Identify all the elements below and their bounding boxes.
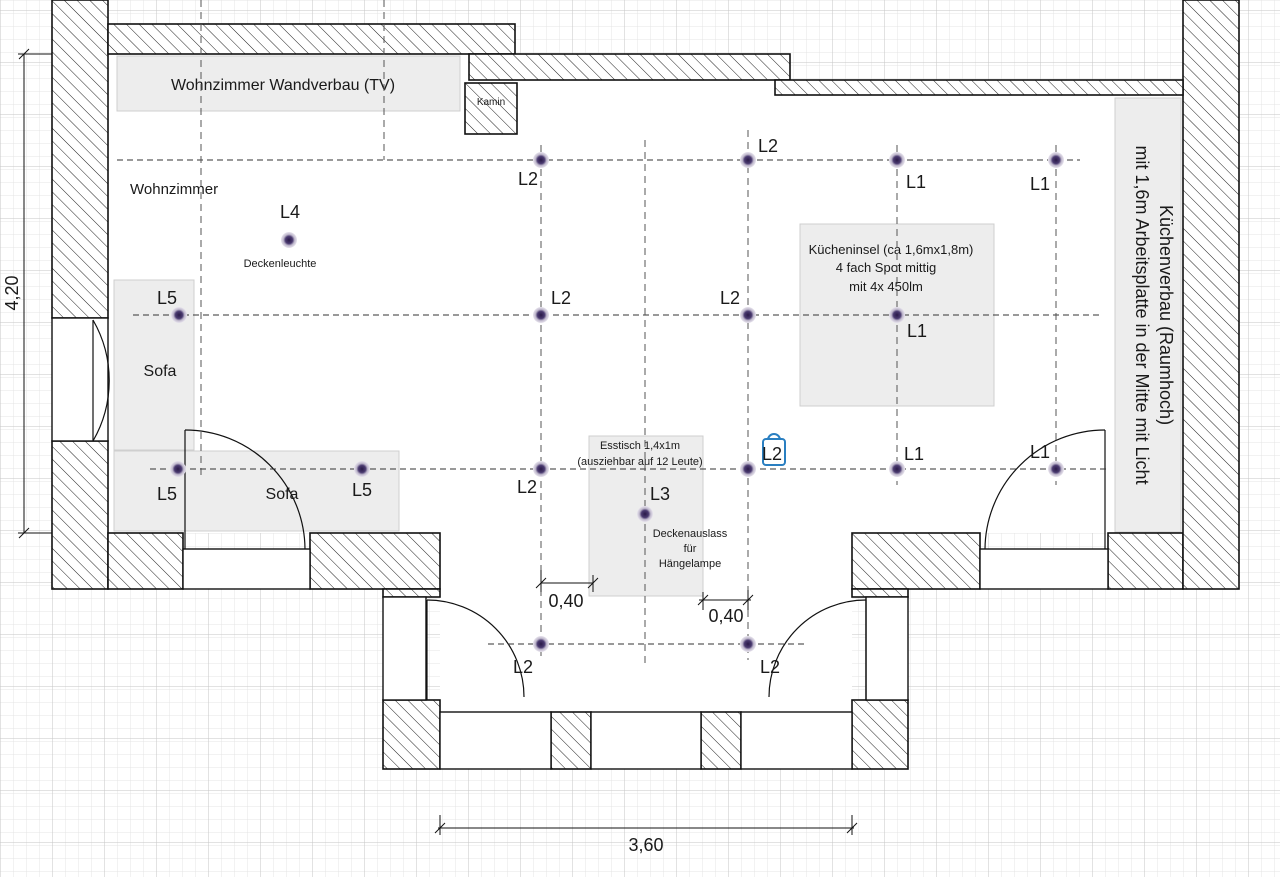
light-point[interactable]	[1048, 461, 1064, 477]
light-point[interactable]	[889, 461, 905, 477]
light-label-l1d: L1	[904, 444, 924, 464]
light-label-l2b: L2	[758, 136, 778, 156]
light-label-l5b: L5	[157, 484, 177, 504]
dimension-width	[434, 815, 858, 835]
table-label-2: (ausziehbar auf 12 Leute)	[577, 456, 702, 468]
light-label-l1a: L1	[906, 172, 926, 192]
light-point[interactable]	[1048, 152, 1064, 168]
light-label-l2g: L2	[513, 657, 533, 677]
window-openings	[51, 317, 1109, 770]
sofa-left-label: Sofa	[144, 363, 177, 380]
light-point[interactable]	[171, 307, 187, 323]
outlet-note-1: Deckenauslass	[653, 528, 728, 540]
light-point[interactable]	[889, 152, 905, 168]
light-label-l2d: L2	[720, 288, 740, 308]
tv-unit[interactable]	[116, 55, 461, 112]
light-label-l1c: L1	[907, 321, 927, 341]
island-label-2: 4 fach Spot mittig	[836, 260, 936, 275]
tv-unit-label: Wohnzimmer Wandverbau (TV)	[171, 77, 395, 94]
dimension-spacing-right	[697, 590, 754, 610]
light-label-l2f: L2	[762, 444, 782, 464]
light-point[interactable]	[889, 307, 905, 323]
light-point[interactable]	[170, 461, 186, 477]
light-point[interactable]	[281, 232, 297, 248]
sofa-bottom-label: Sofa	[266, 486, 299, 503]
kitchen-label-2: mit 1,6m Arbeitsplatte in der Mitte mit …	[1132, 145, 1152, 484]
fireplace-label: Kamin	[477, 97, 505, 108]
light-label-l5a: L5	[157, 288, 177, 308]
dimension-spacing-left-label: 0,40	[548, 591, 583, 611]
light-point[interactable]	[533, 461, 549, 477]
light-point[interactable]	[533, 307, 549, 323]
dimension-spacing-right-label: 0,40	[708, 606, 743, 626]
room-label-living: Wohnzimmer	[130, 181, 218, 198]
light-label-l2h: L2	[760, 657, 780, 677]
dimension-height	[18, 48, 52, 539]
walls	[51, 0, 1240, 770]
dimension-width-label: 3,60	[628, 835, 663, 855]
kitchen-label-1: Küchenverbau (Raumhoch)	[1156, 205, 1176, 425]
light-label-l2a: L2	[518, 169, 538, 189]
light-label-l1e: L1	[1030, 442, 1050, 462]
light-point[interactable]	[740, 307, 756, 323]
light-point[interactable]	[740, 461, 756, 477]
island-label-3: mit 4x 450lm	[849, 279, 923, 294]
light-label-l1b: L1	[1030, 174, 1050, 194]
sofa-bottom[interactable]	[113, 450, 400, 532]
light-label-l2c: L2	[551, 288, 571, 308]
light-point[interactable]	[533, 636, 549, 652]
kitchen-unit[interactable]	[1114, 97, 1182, 533]
light-point[interactable]	[354, 461, 370, 477]
outlet-note-3: Hängelampe	[659, 558, 721, 570]
light-label-l3: L3	[650, 484, 670, 504]
table-label-1: Esstisch 1,4x1m	[600, 440, 680, 452]
light-label-l4: L4	[280, 202, 300, 222]
selection-marker[interactable]	[762, 433, 786, 466]
dimension-spacing-left	[535, 570, 599, 592]
light-points	[170, 152, 1064, 652]
light-point[interactable]	[740, 636, 756, 652]
light-label-l2e: L2	[517, 477, 537, 497]
dimension-height-label: 4,20	[2, 275, 22, 310]
fireplace[interactable]	[464, 82, 518, 135]
light-point[interactable]	[740, 152, 756, 168]
light-point[interactable]	[533, 152, 549, 168]
light-point[interactable]	[637, 506, 653, 522]
light-axis-lines	[117, 0, 1110, 668]
outlet-note-2: für	[684, 543, 697, 555]
light-label-l5c: L5	[352, 480, 372, 500]
light-labels: L2 L2 L1 L1 L4 L5 L2 L2 L1 L5 L5 L2 L3 L…	[157, 136, 1050, 677]
island-label-1: Kücheninsel (ca 1,6mx1,8m)	[809, 242, 974, 257]
ceiling-light-note: Deckenleuchte	[244, 258, 317, 270]
door-swings	[92, 319, 1106, 700]
